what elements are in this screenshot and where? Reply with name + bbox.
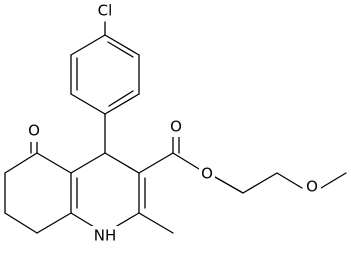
ester-side-chain [138, 135, 347, 194]
bond-c3-ester-carbon [138, 152, 174, 174]
ester-ether-oxygen-label-bg [199, 164, 215, 184]
bond-c7-c8 [4, 212, 38, 234]
quinoline-core [4, 139, 146, 234]
nh-label: NH [94, 227, 117, 245]
atom-labels: Cl O O O O NH [26, 1, 321, 247]
bond-c4a-c5 [36, 152, 72, 174]
methoxy-oxygen-label: O [306, 178, 318, 196]
bond-ring-c1-c2 [104, 34, 140, 56]
bond-ring-c4-c5 [70, 93, 106, 115]
ester-carbonyl-oxygen-label: O [170, 118, 182, 136]
bond-c4a-c4 [70, 152, 106, 174]
bond-c5-c6 [4, 152, 38, 174]
bond-ether-o-ch2 [214, 176, 244, 194]
ester-carbonyl-oxygen-label-bg [168, 117, 184, 137]
bond-ester-carbon-ether-o [172, 152, 200, 170]
carbonyl-oxygen-label: O [28, 122, 40, 140]
chlorophenyl-ring [70, 21, 140, 115]
ester-ether-oxygen-label: O [201, 165, 213, 183]
chlorine-label: Cl [98, 2, 113, 20]
bond-ring-c6-c1 [70, 34, 106, 56]
bond-c2-methyl [138, 212, 174, 234]
bond-c4-c3 [104, 152, 140, 174]
aromatic-double-bond-2 [108, 90, 134, 107]
methoxy-oxygen-label-bg [303, 177, 321, 197]
nh-label-bg [90, 226, 120, 247]
bond-c8-c8a [36, 212, 72, 234]
bond-ring-c3-c4 [104, 93, 140, 115]
carbonyl-oxygen-label-bg [26, 122, 42, 142]
cl-label-bg [92, 1, 118, 21]
bond-ch2-ch2 [242, 172, 278, 194]
bond-methoxy-o-ch3 [320, 172, 347, 189]
aromatic-double-bond-1 [107, 41, 134, 58]
bond-ch2-methoxy-o [276, 172, 303, 189]
